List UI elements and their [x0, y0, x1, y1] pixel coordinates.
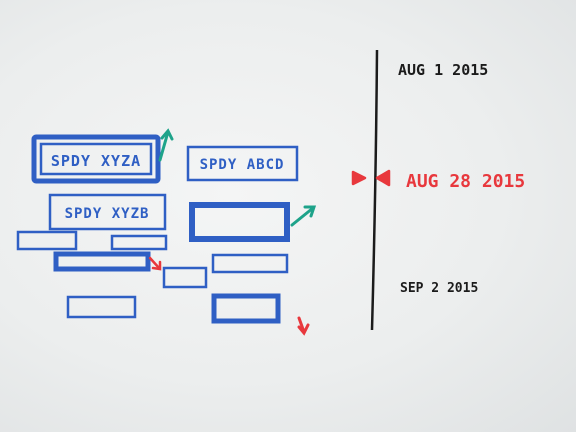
box-spdy-xyza-label: SPDY XYZA [51, 152, 141, 170]
thin-box-a [16, 230, 78, 251]
box-spdy-abcd: SPDY ABCD [186, 145, 299, 182]
red-down-arrow-icon [148, 256, 162, 271]
box-spdy-xyzb-label: SPDY XYZB [65, 206, 150, 222]
red-down-arrow-icon [297, 316, 310, 336]
thin-box-b [110, 234, 168, 251]
thin-box-c [211, 253, 289, 274]
timeline-date-bottom: SEP 2 2015 [400, 281, 478, 296]
box-spdy-xyzb: SPDY XYZB [48, 193, 167, 231]
green-up-right-arrow-icon [290, 205, 317, 227]
current-date-pointer-icon [351, 169, 391, 187]
thin-box-d [162, 266, 208, 289]
thin-box-e [66, 295, 137, 319]
box-spdy-xyza: SPDY XYZA [31, 134, 161, 184]
timeline-line [370, 49, 379, 331]
timeline-date-current: AUG 28 2015 [406, 171, 525, 192]
timeline-date-top: AUG 1 2015 [398, 61, 488, 79]
thick-box-bottom [211, 293, 281, 324]
box-spdy-abcd-label: SPDY ABCD [200, 157, 285, 173]
thick-box-right [189, 202, 290, 242]
green-up-right-arrow-icon [158, 128, 174, 162]
thick-box-mid [53, 251, 151, 272]
